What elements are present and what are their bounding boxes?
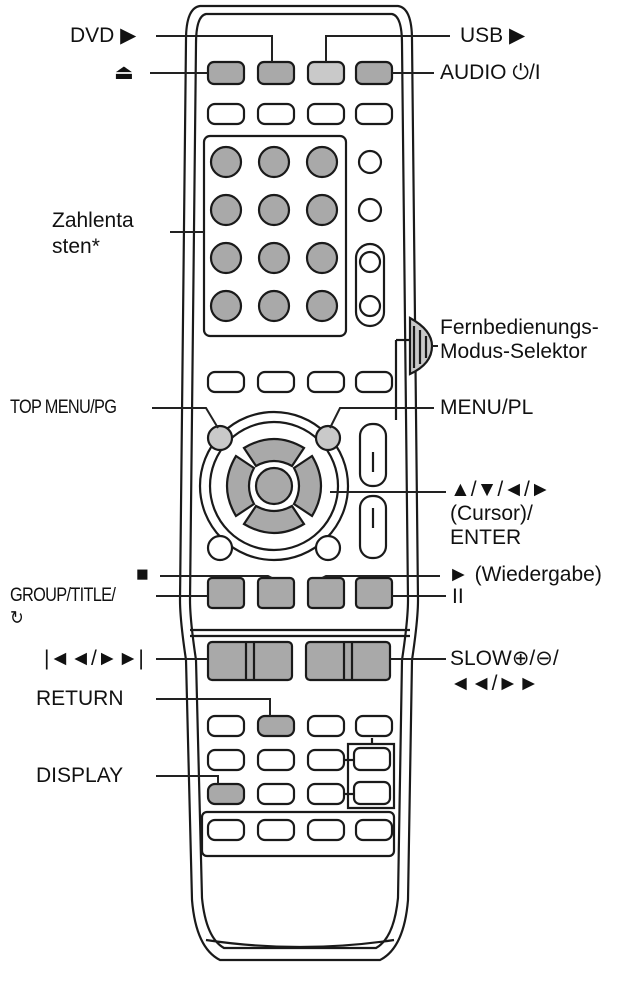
function-button[interactable] (354, 102, 394, 126)
side-key[interactable] (358, 294, 382, 318)
eject-label: ⏏ (114, 61, 134, 84)
usb-button[interactable] (306, 60, 346, 86)
display-label: DISPLAY (36, 764, 124, 787)
display-button[interactable] (206, 782, 246, 806)
function-button[interactable] (206, 818, 246, 842)
slow-search-label: SLOW⊕/⊖/ ◄◄/►► (450, 647, 559, 695)
function-button[interactable] (256, 748, 296, 772)
number-key[interactable] (305, 145, 339, 179)
function-button[interactable] (206, 714, 246, 738)
function-button[interactable] (354, 370, 394, 394)
side-key[interactable] (358, 250, 382, 274)
top-menu-label: TOP MENU/PG (10, 397, 117, 418)
number-key[interactable] (305, 289, 339, 323)
number-key[interactable] (209, 289, 243, 323)
function-button[interactable] (306, 748, 346, 772)
audio-power-button[interactable] (354, 60, 394, 86)
return-label: RETURN (36, 687, 124, 710)
nav-corner-button[interactable] (206, 534, 234, 562)
second-button-row (206, 102, 394, 126)
number-key[interactable] (305, 241, 339, 275)
numeric-keys-label: Zahlenta sten* (52, 209, 134, 258)
function-button[interactable] (306, 714, 346, 738)
lower-button-group (200, 714, 396, 858)
function-button[interactable] (352, 746, 392, 772)
cursor-enter-label: ▲/▼/◄/► (Cursor)/ ENTER (450, 478, 551, 549)
enter-button[interactable] (254, 466, 294, 506)
function-button[interactable] (256, 818, 296, 842)
eject-button[interactable] (206, 60, 246, 86)
audio-power-label: AUDIO ⏻/I (440, 61, 541, 84)
transport-row (206, 576, 394, 610)
number-key[interactable] (257, 145, 291, 179)
dvd-button[interactable] (256, 60, 296, 86)
function-button[interactable] (306, 818, 346, 842)
function-button[interactable] (256, 102, 296, 126)
side-key[interactable] (357, 197, 383, 223)
function-button[interactable] (256, 370, 296, 394)
function-button[interactable] (354, 714, 394, 738)
group-title-button[interactable] (206, 576, 246, 610)
function-button[interactable] (206, 102, 246, 126)
number-key[interactable] (257, 241, 291, 275)
cursor-up-button[interactable] (242, 438, 306, 468)
menu-button[interactable] (314, 424, 342, 452)
pause-label: II (452, 585, 464, 608)
skip-label: |◄◄/►►| (44, 647, 144, 670)
usb-play-label: USB ▶ (460, 24, 526, 47)
function-button[interactable] (306, 370, 346, 394)
function-button[interactable] (256, 782, 296, 806)
number-key[interactable] (209, 193, 243, 227)
cursor-left-button[interactable] (226, 454, 256, 518)
play-button[interactable] (306, 576, 346, 610)
pause-button[interactable] (354, 576, 394, 610)
function-button[interactable] (206, 370, 246, 394)
side-keys (354, 149, 386, 328)
number-key[interactable] (209, 241, 243, 275)
stop-label: ■ (136, 563, 149, 586)
dvd-play-label: DVD ▶ (70, 24, 137, 47)
top-menu-button[interactable] (206, 424, 234, 452)
navigation-pad (198, 410, 388, 562)
number-key[interactable] (209, 145, 243, 179)
slow-search-rocker[interactable] (304, 640, 392, 682)
number-key[interactable] (305, 193, 339, 227)
pre-navigation-row (206, 370, 394, 394)
function-button[interactable] (354, 818, 394, 842)
nav-corner-button[interactable] (314, 534, 342, 562)
function-button[interactable] (352, 780, 392, 806)
mode-selector-label: Fernbedienungs- Modus-Selektor (440, 316, 599, 363)
skip-rocker[interactable] (206, 640, 294, 682)
menu-pl-label: MENU/PL (440, 396, 534, 419)
stop-button[interactable] (256, 576, 296, 610)
function-button[interactable] (306, 782, 346, 806)
top-button-row (206, 60, 394, 86)
skip-slow-row (206, 640, 392, 682)
play-label: ► (Wiedergabe) (448, 563, 602, 586)
function-button[interactable] (206, 748, 246, 772)
leader-lines (150, 35, 450, 784)
cursor-right-button[interactable] (292, 454, 322, 518)
return-button[interactable] (256, 714, 296, 738)
number-key[interactable] (257, 193, 291, 227)
number-key[interactable] (257, 289, 291, 323)
numeric-keypad (202, 134, 348, 338)
side-key[interactable] (357, 149, 383, 175)
group-title-label: GROUP/TITLE/ ↻ (10, 585, 116, 629)
cursor-down-button[interactable] (242, 504, 306, 534)
function-button[interactable] (306, 102, 346, 126)
